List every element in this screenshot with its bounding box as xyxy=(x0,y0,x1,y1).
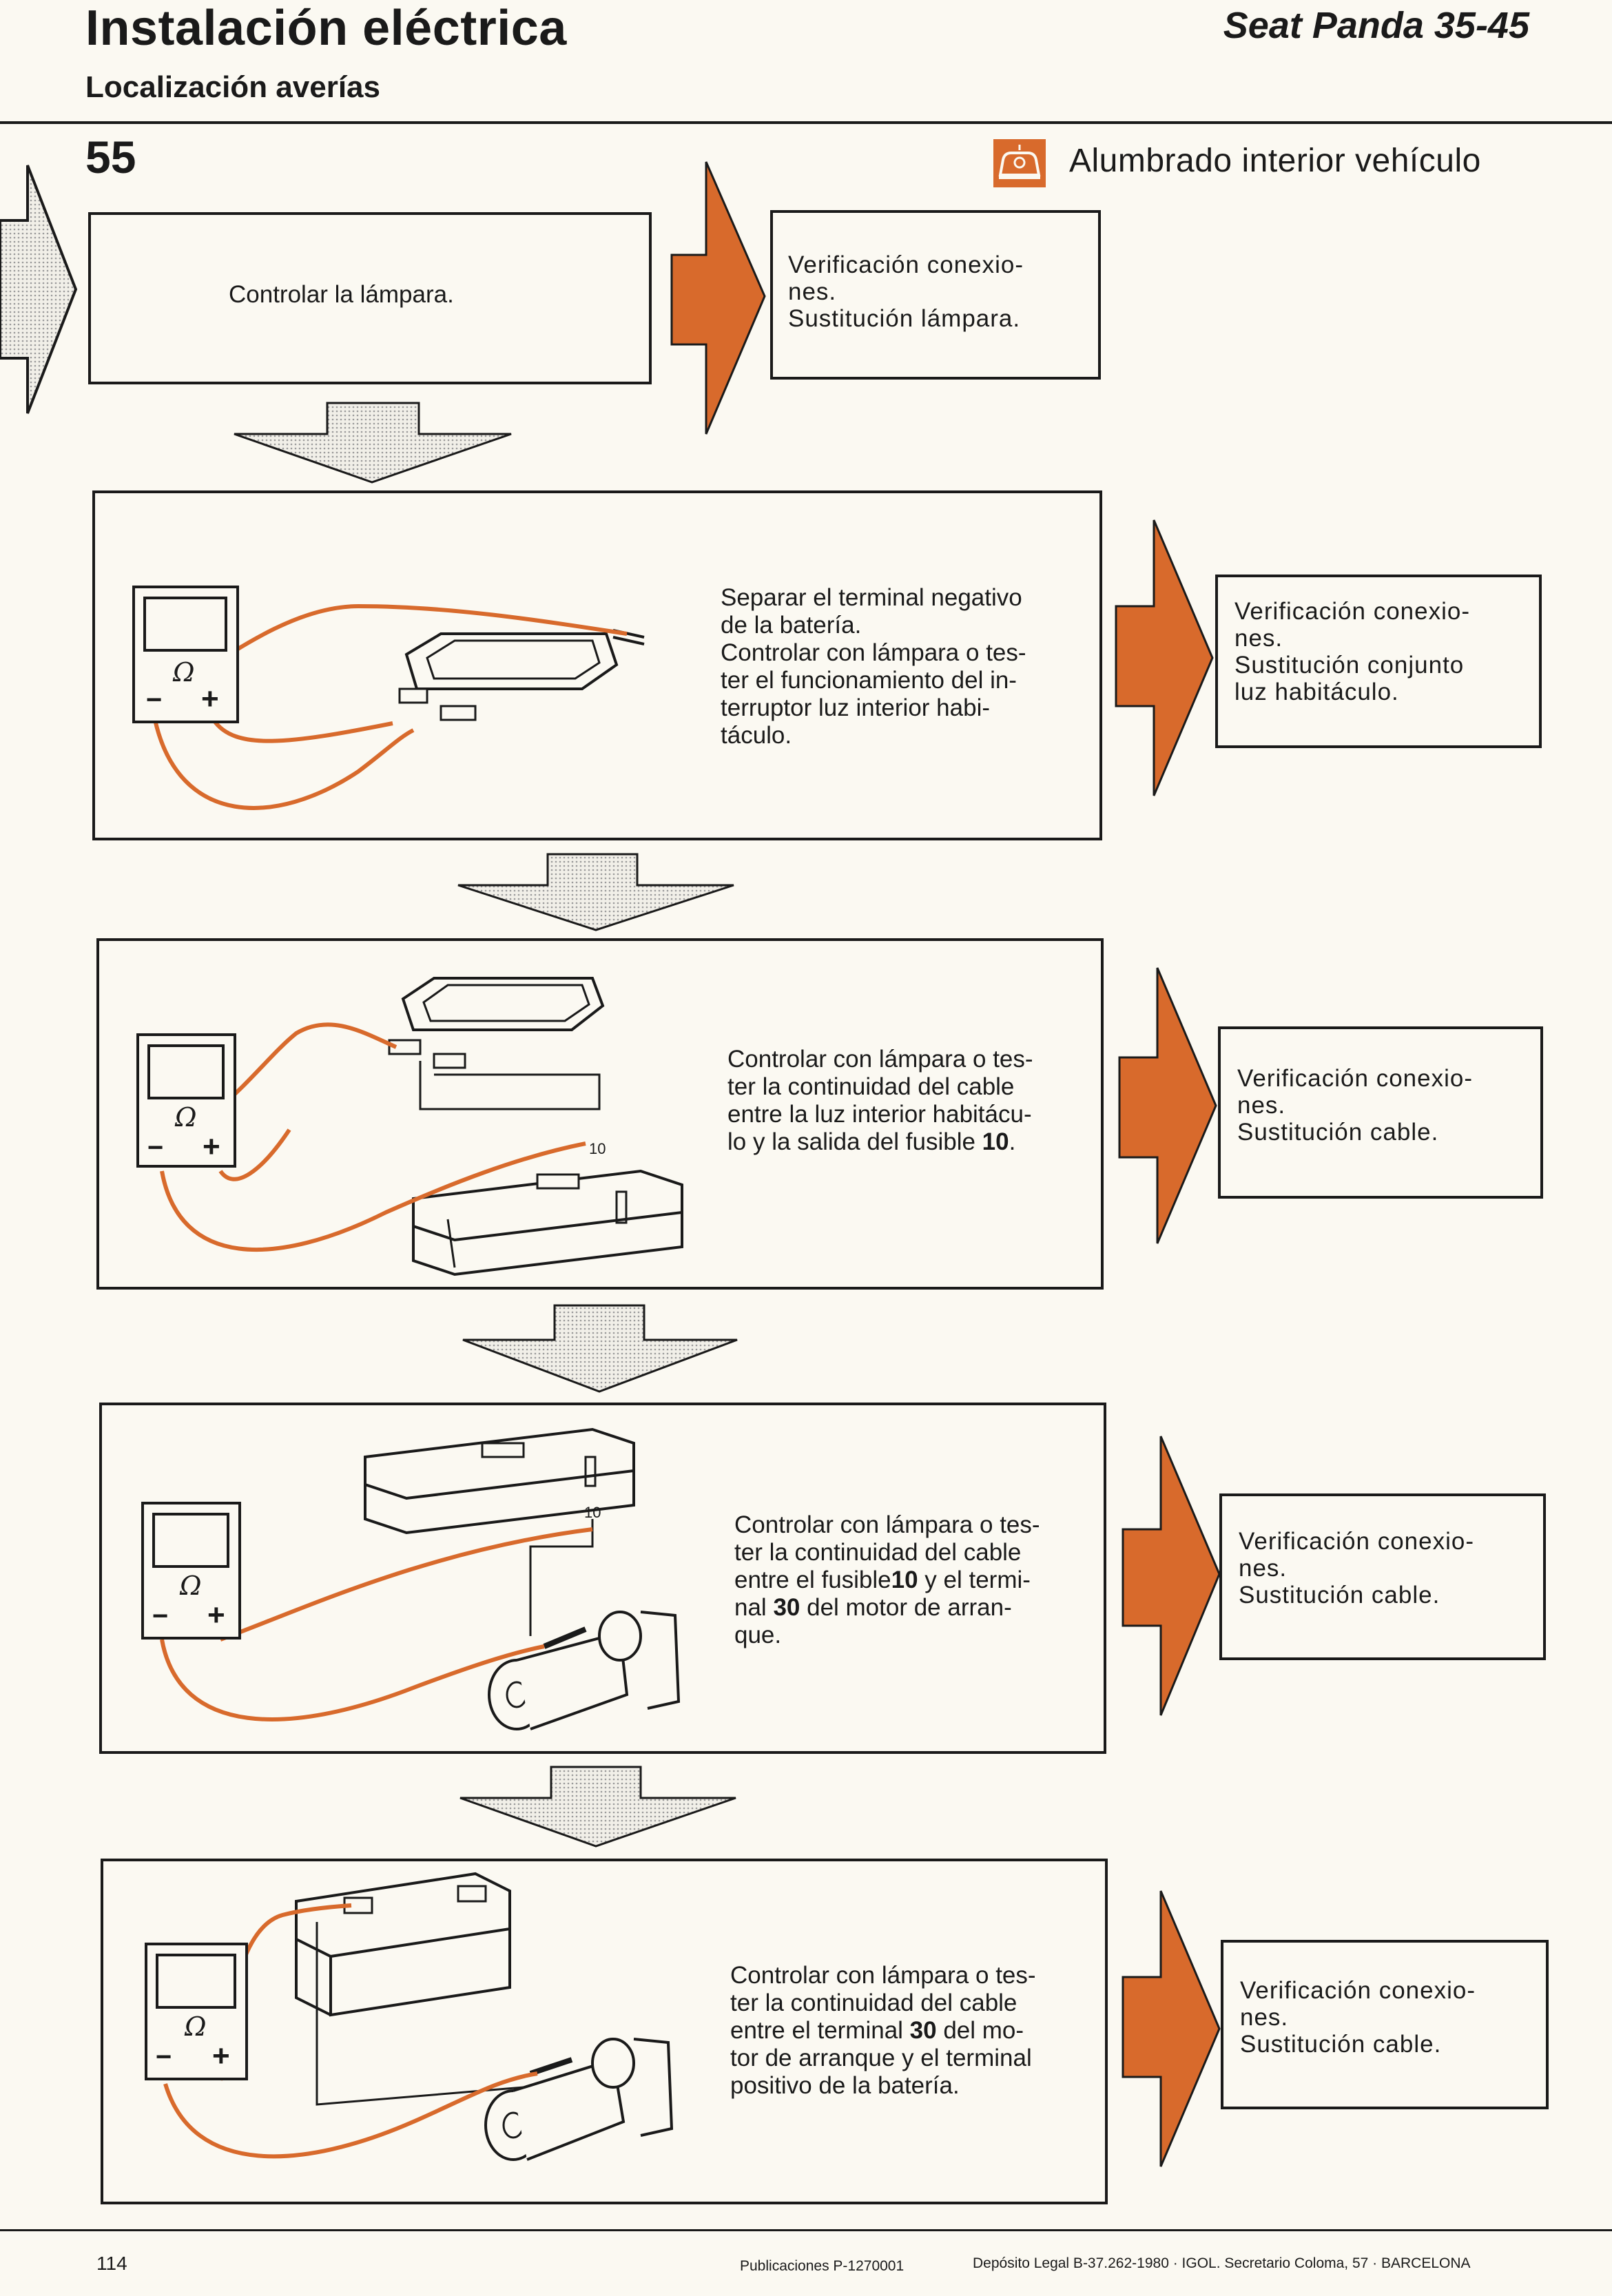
result-arrow-5 xyxy=(1122,1890,1221,2167)
check-text: Controlar la lámpara. xyxy=(229,281,454,308)
down-arrow-1 xyxy=(234,402,512,484)
publication-ref: Publicaciones P-1270001 xyxy=(740,2258,905,2274)
check-text: Controlar con lámpara o tes-ter la conti… xyxy=(730,1962,1036,2099)
section-title: Alumbrado interior vehículo xyxy=(1069,143,1481,179)
vehicle-model: Seat Panda 35-45 xyxy=(1223,5,1529,46)
result-text: Verificación conexio-nes.Sustitución cab… xyxy=(1239,1528,1474,1609)
result-arrow-1 xyxy=(670,161,766,435)
section-number: 55 xyxy=(85,132,136,183)
check-text: Controlar con lámpara o tes-ter la conti… xyxy=(734,1511,1040,1648)
check-box-step1: Controlar la lámpara. xyxy=(88,212,652,384)
diagram-step3: 10 xyxy=(157,977,683,1276)
legal-notice: Depósito Legal B-37.262-1980 · IGOL. Sec… xyxy=(973,2255,1471,2271)
result-text: Verificación conexio-nes.Sustitución con… xyxy=(1234,598,1470,705)
fuse-label-step3: 10 xyxy=(589,1140,606,1157)
diagram-step4: 10 xyxy=(160,1427,681,1730)
page-title: Instalación eléctrica xyxy=(85,1,567,56)
entry-arrow xyxy=(0,165,78,414)
diagram-step2 xyxy=(153,603,645,810)
down-arrow-4 xyxy=(459,1766,736,1848)
multimeter-icon: Ω − + xyxy=(136,1033,236,1168)
result-arrow-3 xyxy=(1118,967,1217,1244)
check-box-step3: Controlar con lámpara o tes-ter la conti… xyxy=(96,938,1104,1290)
down-arrow-3 xyxy=(462,1304,738,1393)
result-box-step3: Verificación conexio-nes.Sustitución cab… xyxy=(1218,1026,1543,1199)
check-text: Controlar con lámpara o tes-ter la conti… xyxy=(727,1046,1033,1155)
result-box-step2: Verificación conexio-nes.Sustitución con… xyxy=(1215,575,1542,748)
check-box-step4: Controlar con lámpara o tes-ter la conti… xyxy=(99,1403,1106,1754)
result-text: Verificación conexio-nes.Sustitución cab… xyxy=(1240,1977,1476,2058)
page-number: 114 xyxy=(96,2253,127,2274)
footer-rule xyxy=(0,2229,1612,2231)
check-box-step5: Controlar con lámpara o tes-ter la conti… xyxy=(101,1859,1108,2204)
result-box-step1: Verificación conexio-nes.Sustitución lám… xyxy=(770,210,1101,380)
down-arrow-2 xyxy=(457,853,734,931)
result-box-step5: Verificación conexio-nes.Sustitución cab… xyxy=(1221,1940,1549,2109)
result-arrow-2 xyxy=(1115,519,1214,796)
result-text: Verificación conexio-nes.Sustitución cab… xyxy=(1237,1065,1473,1146)
diagram-step5 xyxy=(163,1872,674,2161)
fuse-label-step4: 10 xyxy=(584,1504,601,1521)
multimeter-icon: Ω − + xyxy=(132,586,239,723)
page-subtitle: Localización averías xyxy=(85,70,380,104)
header-rule xyxy=(0,121,1612,124)
multimeter-icon: Ω − + xyxy=(141,1502,241,1640)
car-interior-light-icon xyxy=(993,139,1046,187)
multimeter-icon: Ω − + xyxy=(145,1943,248,2080)
result-arrow-4 xyxy=(1122,1436,1221,1716)
result-box-step4: Verificación conexio-nes.Sustitución cab… xyxy=(1219,1493,1546,1660)
result-text: Verificación conexio-nes.Sustitución lám… xyxy=(788,251,1024,332)
